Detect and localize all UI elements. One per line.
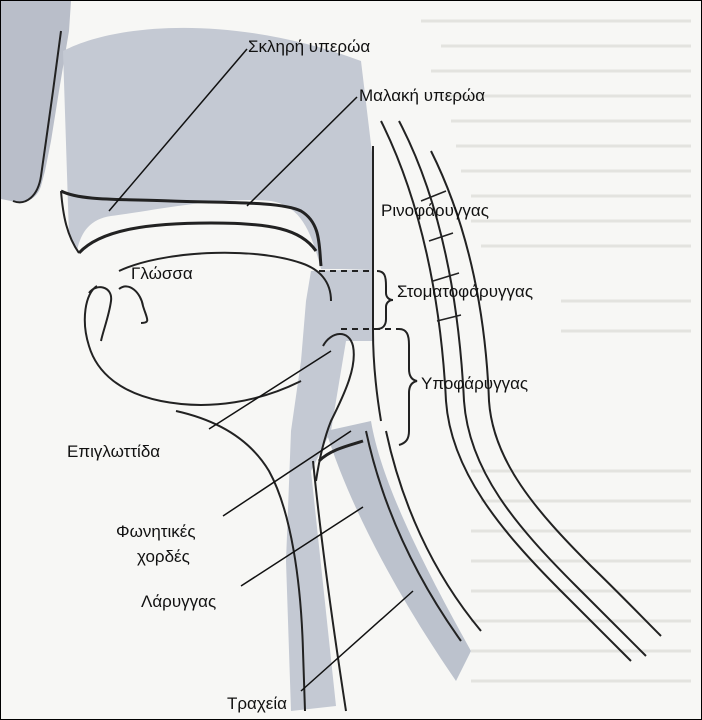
label-vocal-cords-1: Φωνητικές (116, 522, 196, 541)
spine-line-3 (431, 151, 661, 636)
posterior-wall-outline (373, 146, 381, 421)
label-hypopharynx: Υποφάρυγγας (421, 374, 528, 393)
brace-oropharynx (377, 271, 393, 329)
label-trachea: Τραχεία (227, 694, 287, 713)
esophagus-trachea-band (326, 421, 471, 681)
label-larynx: Λάρυγγας (141, 592, 216, 611)
lower-jaw-outline (85, 286, 301, 405)
teeth-lower (89, 286, 147, 341)
nasal-cavity (63, 28, 373, 269)
label-oropharynx: Στοματοφάρυγγας (397, 282, 533, 301)
label-tongue: Γλώσσα (131, 264, 193, 283)
label-soft-palate: Μαλακή υπερώα (359, 86, 485, 105)
palate-lower-outline (79, 223, 316, 253)
neck-front-line (176, 411, 305, 711)
label-hard-palate: Σκληρή υπερώα (248, 37, 370, 56)
label-nasopharynx: Ρινοφάρυγγας (381, 201, 489, 220)
label-epiglottis: Επιγλωττίδα (67, 442, 160, 461)
background-text-texture (421, 21, 691, 681)
label-vocal-cords-2: χορδές (137, 547, 190, 566)
brace-hypopharynx (399, 329, 417, 445)
